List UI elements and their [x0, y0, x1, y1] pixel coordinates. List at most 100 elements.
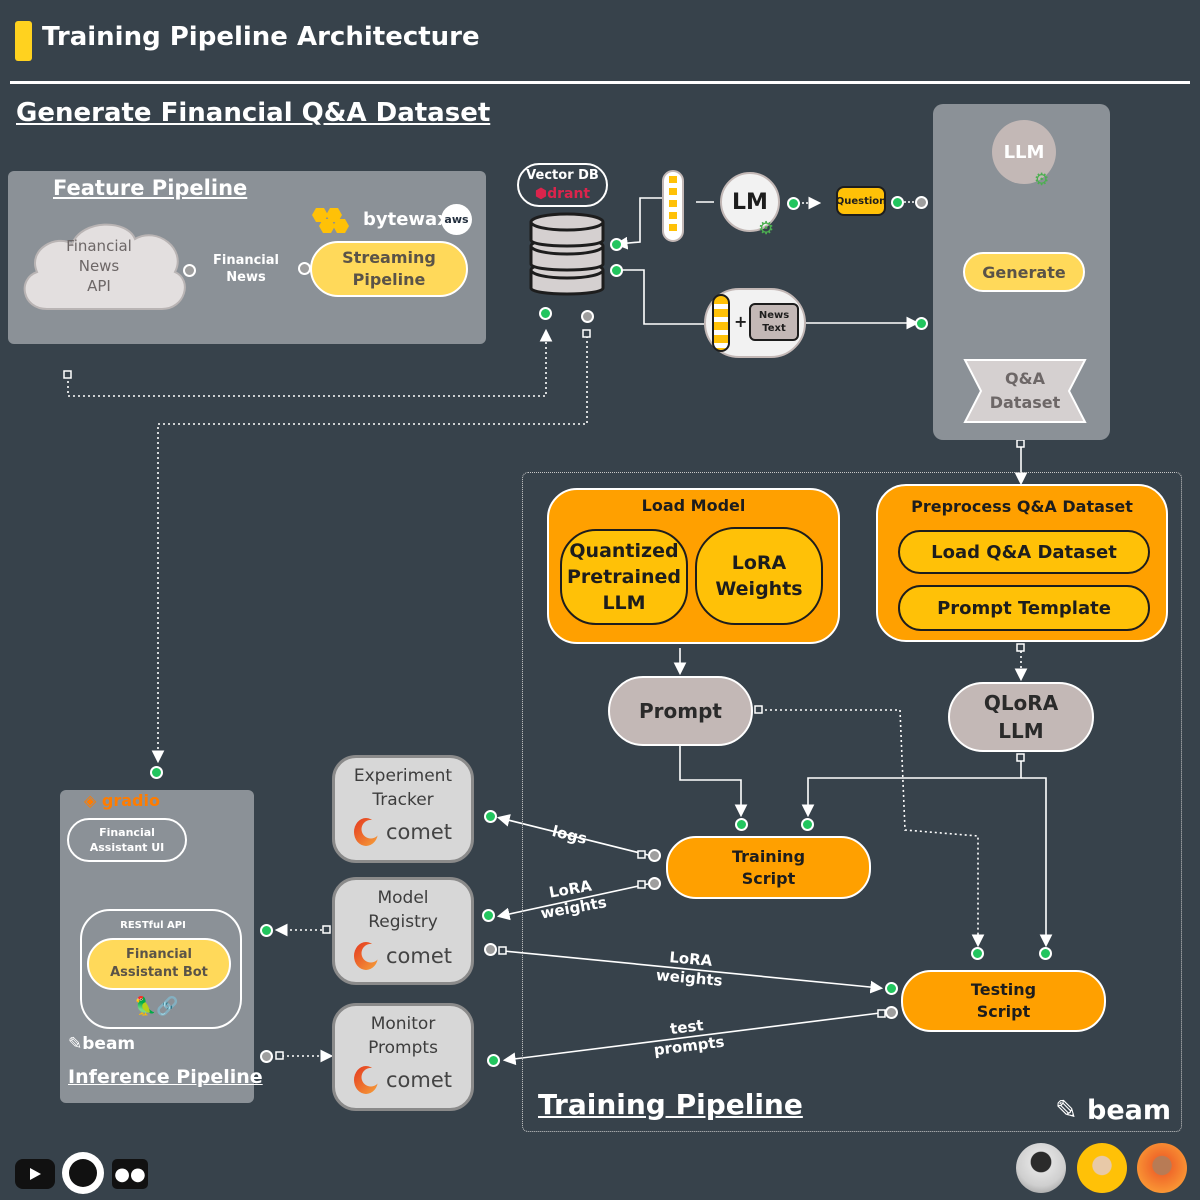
news-text-card: News Text [749, 303, 799, 341]
beam-small-icon: ✎ [68, 1034, 83, 1054]
langchain-parrot-icon: 🦜🔗 [134, 996, 179, 1017]
lm-port-out [787, 197, 800, 210]
testing-port-in-3 [885, 982, 898, 995]
embedding-vector-cells [669, 176, 677, 236]
training-port-logs [648, 849, 661, 862]
news-text-line-2: Text [762, 323, 786, 334]
comet-logo: comet [335, 1066, 471, 1094]
bytewax-label: bytewax [363, 209, 449, 230]
comet-brand: comet [385, 820, 452, 844]
youtube-icon[interactable] [15, 1159, 55, 1189]
financial-news-edge-label: Financial News [210, 252, 282, 286]
llm-node: LLM [992, 120, 1056, 184]
qdrant-brand: drant [547, 186, 591, 202]
aws-icon: aws [441, 204, 472, 235]
generate-panel-port-in-2 [915, 317, 928, 330]
ui-line-2: Assistant UI [89, 841, 165, 854]
news-embedding-icon [712, 294, 730, 352]
bytewax-logo-icon [312, 208, 349, 233]
vector-db-port-out-1 [610, 238, 623, 251]
experiment-port [484, 810, 497, 823]
lora-weights-edge-label-2: LoRA weights [652, 947, 727, 991]
training-port-in-1 [735, 818, 748, 831]
model-registry-title: Model Registry [335, 886, 471, 934]
comet-brand: comet [385, 1068, 452, 1092]
gradio-icon: ◈ [84, 791, 97, 810]
qa-dataset-line-2: Dataset [989, 393, 1061, 412]
api-line-2: News [78, 257, 120, 275]
author-avatar-2 [1077, 1143, 1127, 1193]
vector-db-label: Vector DB [526, 168, 599, 183]
comet-logo: comet [335, 818, 471, 846]
gradio-logo: ◈ gradio [84, 791, 160, 810]
load-model-title: Load Model [641, 496, 746, 515]
financial-news-api: Financial News API [35, 234, 163, 298]
question-label: Question [835, 195, 887, 207]
page-title: Training Pipeline Architecture [42, 22, 480, 52]
bot-line-1: Financial [125, 947, 192, 962]
monitor-prompts-title: Monitor Prompts [335, 1012, 471, 1060]
feature-pipeline-title: Feature Pipeline [53, 176, 248, 200]
comet-icon [353, 942, 378, 970]
quantized-line-1: Quantized [569, 540, 679, 562]
preprocess-title: Preprocess Q&A Dataset [911, 497, 1133, 516]
qlora-llm-node: QLoRA LLM [948, 682, 1094, 752]
api-output-port [183, 264, 196, 277]
comet-icon [353, 818, 378, 846]
gradio-brand: gradio [101, 791, 160, 810]
training-script-line-2: Script [741, 868, 796, 888]
generate-panel-port-in-1 [915, 196, 928, 209]
quantized-line-3: LLM [602, 592, 646, 614]
github-icon[interactable] [62, 1152, 104, 1194]
api-line-1: Financial [66, 237, 132, 255]
generate-label: Generate [982, 262, 1066, 282]
database-icon [529, 212, 605, 296]
testing-script-line-2: Script [976, 1002, 1031, 1021]
financial-assistant-bot: Financial Assistant Bot [87, 938, 231, 990]
training-port-weights [648, 877, 661, 890]
header-accent-bar [15, 21, 32, 61]
header-divider [10, 81, 1190, 84]
training-script: Training Script [666, 836, 871, 899]
experiment-line-2: Tracker [372, 790, 434, 810]
restful-api-container [80, 909, 242, 1029]
testing-port-in-2 [1039, 947, 1052, 960]
plus-icon: + [734, 312, 748, 331]
lm-node: LM [720, 172, 780, 232]
comet-brand: comet [385, 944, 452, 968]
streaming-line-2: Pipeline [352, 270, 426, 289]
news-text-line-1: News [758, 310, 790, 321]
beam-small-brand: beam [82, 1034, 136, 1054]
author-avatar-3 [1137, 1143, 1187, 1193]
qa-dataset: Q&A Dataset [975, 362, 1075, 420]
qdrant-logo: ⬢drant [535, 185, 590, 203]
testing-port-in-1 [971, 947, 984, 960]
registry-line-1: Model [377, 888, 429, 908]
lm-label: LM [732, 189, 768, 215]
prompt-node: Prompt [608, 676, 753, 746]
registry-port-in [482, 909, 495, 922]
restful-api-label: RESTful API [120, 920, 186, 931]
medium-icon[interactable]: ●● [112, 1159, 148, 1189]
training-port-in-2 [801, 818, 814, 831]
registry-line-2: Registry [368, 912, 438, 932]
testing-port-out [885, 1006, 898, 1019]
vector-db-port-out-3 [581, 310, 594, 323]
github-cat-glyph [69, 1159, 97, 1187]
experiment-tracker: Experiment Tracker comet [332, 755, 474, 863]
vector-db-badge: Vector DB ⬢drant [517, 163, 608, 207]
lora-weights-line-1: LoRA [731, 552, 787, 574]
load-qa-dataset: Load Q&A Dataset [898, 530, 1150, 574]
api-line-3: API [87, 277, 111, 295]
edge-label-line-1: Financial [212, 253, 279, 268]
lora-weights: LoRA Weights [695, 527, 823, 625]
streaming-pipeline: Streaming Pipeline [310, 241, 468, 297]
quantized-line-2: Pretrained [567, 566, 681, 588]
ui-line-1: Financial [99, 826, 155, 839]
youtube-play-glyph [30, 1168, 41, 1180]
qa-dataset-shape [963, 359, 1087, 423]
comet-icon [353, 1066, 378, 1094]
registry-port-out [484, 943, 497, 956]
llm-gear-icon: ⚙ [1034, 170, 1050, 190]
